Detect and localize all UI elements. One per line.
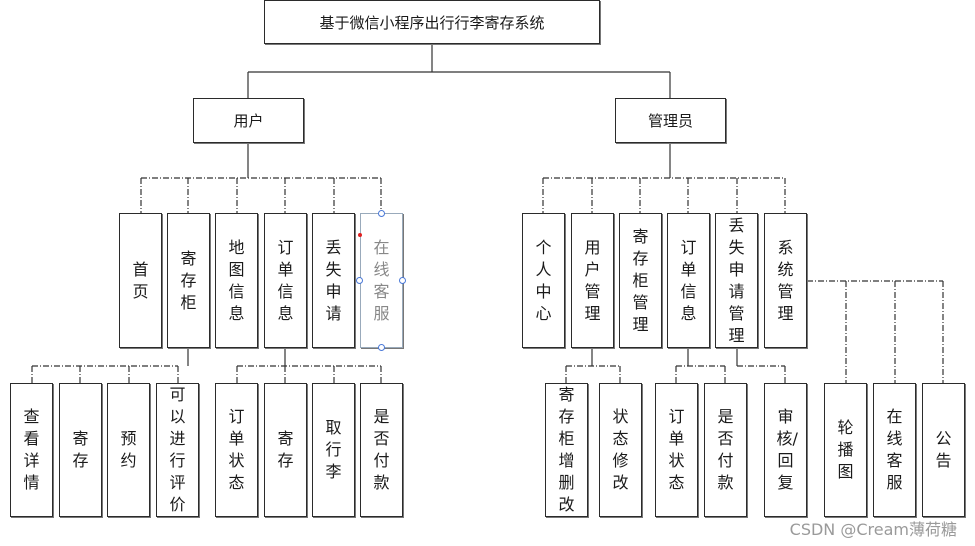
locker-func-store: 寄存 [59,383,102,517]
connection-point-marker [358,233,362,237]
admin-module-system: 系统管理 [764,213,807,348]
user-module-map: 地图信息 [215,213,258,348]
selection-handle-left[interactable] [356,277,363,284]
user-role-node: 用户 [193,98,304,143]
system-title-node: 基于微信小程序出行行李寄存系统 [264,0,600,44]
locker-func-details: 查看详情 [10,383,53,517]
admin-lost-func-review: 审核/回复 [764,383,807,517]
user-module-home: 首页 [119,213,162,348]
admin-locker-func-status: 状态修改 [599,383,642,517]
order-func-status: 订单状态 [215,383,258,517]
locker-func-reserve: 预约 [107,383,150,517]
admin-order-func-status: 订单状态 [655,383,698,517]
admin-role-node: 管理员 [615,98,726,143]
user-module-lost: 丢失申请 [312,213,355,348]
watermark: CSDN @Cream薄荷糖 [789,520,957,539]
selection-handle-bottom[interactable] [378,344,385,351]
user-module-locker: 寄存柜 [167,213,210,348]
admin-module-users: 用户管理 [571,213,614,348]
admin-module-profile: 个人中心 [522,213,565,348]
system-func-notice: 公告 [922,383,965,517]
order-func-store: 寄存 [264,383,307,517]
admin-module-order: 订单信息 [667,213,710,348]
order-func-pickup: 取行李 [312,383,355,517]
user-module-service[interactable]: 在线客服 [360,213,403,348]
admin-locker-func-crud: 寄存柜增删改 [545,383,588,517]
locker-func-review: 可以进行评价 [156,383,199,517]
selection-handle-right[interactable] [399,277,406,284]
admin-module-lost: 丢失申请管理 [715,213,758,348]
selection-handle-top[interactable] [378,210,385,217]
system-func-carousel: 轮播图 [824,383,867,517]
system-func-service: 在线客服 [873,383,916,517]
user-module-order: 订单信息 [264,213,307,348]
order-func-paid: 是否付款 [360,383,403,517]
admin-module-locker: 寄存柜管理 [619,213,662,348]
admin-order-func-paid: 是否付款 [704,383,747,517]
